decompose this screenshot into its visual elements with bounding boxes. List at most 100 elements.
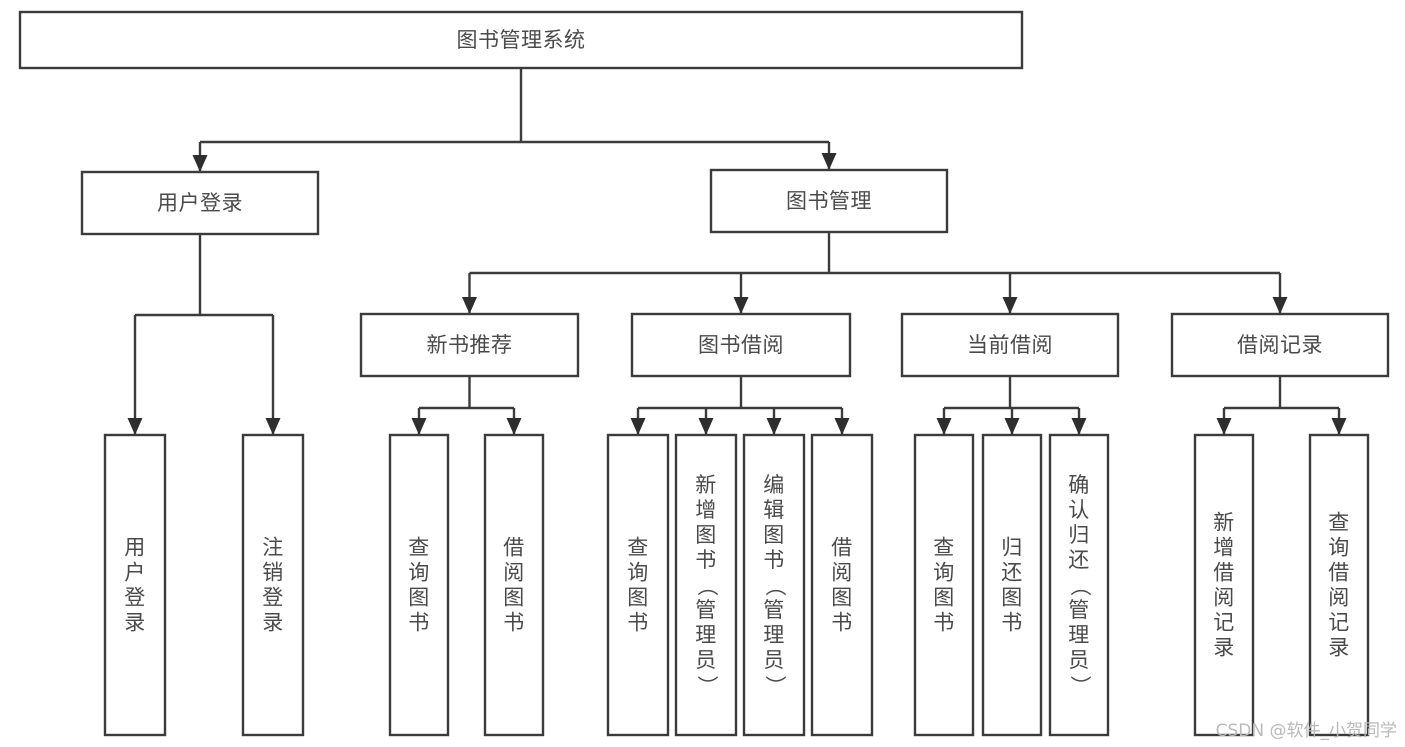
arrow-head-icon [462, 297, 477, 314]
svg-text:确: 确 [1068, 473, 1090, 497]
node-user-login-do[interactable]: 用户登录 [103, 433, 167, 737]
csdn-watermark: CSDN @软件_小贺同学 [1215, 721, 1397, 741]
svg-text:查: 查 [627, 536, 649, 560]
node-box-book-management [709, 168, 949, 234]
svg-text:书: 书 [695, 548, 717, 572]
node-borrow-record[interactable]: 借阅记录 [1170, 312, 1390, 378]
arrow-head-icon [1216, 418, 1232, 435]
node-box-user-logout [241, 433, 305, 737]
svg-text:录: 录 [262, 611, 284, 635]
node-box-current-query-book [913, 433, 975, 737]
arrow-head-icon [698, 418, 714, 435]
node-label-user-login-do: 用户登录 [124, 536, 145, 635]
svg-text:理: 理 [763, 623, 785, 647]
node-label-current-borrow: 当前借阅 [967, 333, 1053, 357]
svg-text:询: 询 [627, 561, 649, 585]
svg-text:录: 录 [1213, 636, 1235, 660]
node-book-management[interactable]: 图书管理 [709, 168, 949, 234]
svg-text:书: 书 [763, 548, 785, 572]
svg-text:书: 书 [503, 611, 525, 635]
svg-text:员: 员 [763, 648, 785, 672]
node-box-borrow-query-book [606, 433, 670, 737]
arrow-head-icon [630, 418, 646, 435]
node-layer: 图书管理系统用户登录用户登录注销登录图书管理新书推荐查询图书借阅图书图书借阅查询… [18, 10, 1390, 737]
node-box-current-borrow [900, 312, 1120, 378]
node-current-borrow[interactable]: 当前借阅 [900, 312, 1120, 378]
node-box-new-book-recommend [359, 312, 580, 378]
svg-text:记: 记 [1213, 611, 1235, 635]
arrow-head-icon [834, 418, 850, 435]
svg-text:注: 注 [262, 536, 284, 560]
node-box-current-return-book [981, 433, 1043, 737]
node-box-root [18, 10, 1024, 70]
node-new-book-recommend[interactable]: 新书推荐 [359, 312, 580, 378]
svg-text:登: 登 [262, 586, 284, 610]
svg-text:还: 还 [1001, 561, 1023, 585]
node-user-login[interactable]: 用户登录 [80, 170, 320, 236]
svg-text:）: ） [1068, 675, 1092, 697]
svg-text:询: 询 [408, 561, 430, 585]
svg-text:还: 还 [1068, 548, 1090, 572]
svg-text:书: 书 [831, 611, 853, 635]
svg-text:新: 新 [1213, 511, 1235, 535]
svg-text:）: ） [763, 675, 787, 697]
connector-layer [127, 68, 1347, 435]
svg-text:图: 图 [763, 523, 785, 547]
node-box-borrow-record [1170, 312, 1390, 378]
svg-text:理: 理 [1068, 623, 1090, 647]
node-box-current-confirm-return [1048, 433, 1110, 737]
node-box-record-query [1308, 433, 1370, 737]
svg-text:认: 认 [1068, 498, 1090, 522]
svg-text:图: 图 [1001, 586, 1023, 610]
svg-text:）: ） [695, 675, 719, 697]
svg-text:（: （ [763, 575, 787, 597]
svg-text:书: 书 [933, 611, 955, 635]
svg-text:借: 借 [1213, 561, 1235, 585]
arrow-head-icon [265, 418, 281, 435]
node-label-root: 图书管理系统 [457, 28, 586, 52]
svg-text:图: 图 [695, 523, 717, 547]
node-box-borrow-borrow-book [810, 433, 874, 737]
svg-text:图: 图 [627, 586, 649, 610]
svg-text:询: 询 [933, 561, 955, 585]
svg-text:阅: 阅 [1213, 586, 1235, 610]
node-label-borrow-record: 借阅记录 [1237, 333, 1323, 357]
svg-text:询: 询 [1328, 536, 1350, 560]
svg-text:辑: 辑 [763, 498, 785, 522]
arrow-head-icon [1004, 418, 1020, 435]
svg-text:新: 新 [695, 473, 717, 497]
svg-text:查: 查 [408, 536, 430, 560]
svg-text:查: 查 [1328, 511, 1350, 535]
node-book-borrow[interactable]: 图书借阅 [630, 312, 852, 378]
svg-text:查: 查 [933, 536, 955, 560]
svg-text:图: 图 [831, 586, 853, 610]
arrow-head-icon [127, 418, 143, 435]
svg-text:归: 归 [1001, 536, 1023, 560]
arrow-head-icon [936, 418, 952, 435]
svg-text:记: 记 [1328, 611, 1350, 635]
node-root[interactable]: 图书管理系统 [18, 10, 1024, 70]
arrow-head-icon [506, 418, 522, 435]
